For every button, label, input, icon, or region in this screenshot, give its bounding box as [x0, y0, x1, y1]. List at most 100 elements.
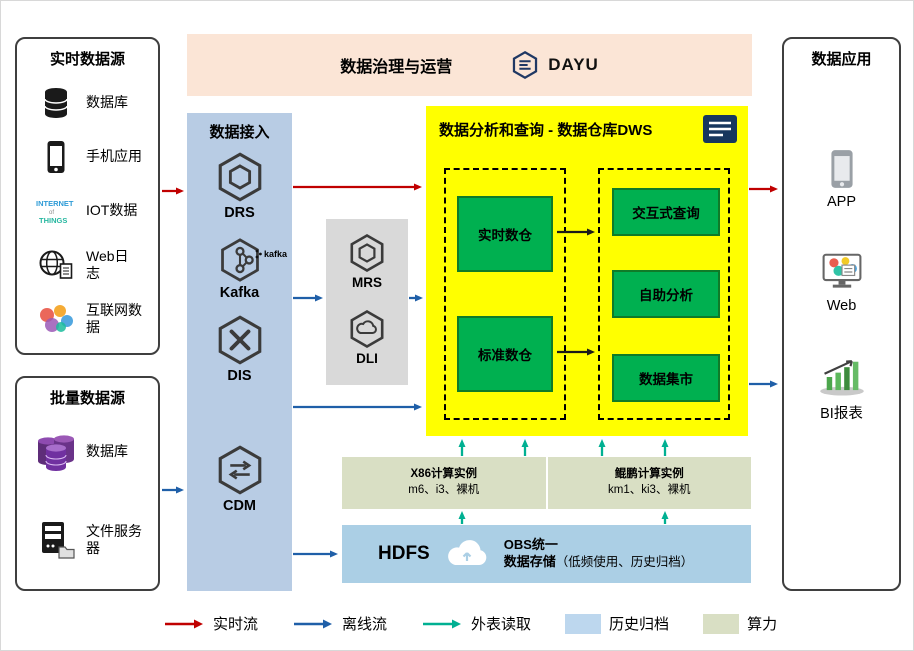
batch-sources-title: 批量数据源 [49, 390, 125, 407]
obs-storage-text: OBS统一 数据存储（低频使用、历史归档） [504, 537, 694, 571]
internet-data-icon [33, 303, 79, 335]
ingestion-item-dis: DIS [187, 314, 292, 384]
source-label: IOT数据 [86, 202, 138, 219]
app-label: APP [826, 194, 856, 210]
middleware-panel: MRS DLI [326, 219, 408, 385]
legend-item-realtime-flow: 实时流 [163, 613, 258, 634]
legend-label: 外表读取 [471, 616, 532, 633]
data-ingestion-title: 数据接入 [209, 124, 270, 141]
applications-panel: 数据应用 APP Web [782, 37, 901, 591]
web-log-icon [33, 249, 79, 281]
compute-x86-title: X86计算实例 [410, 468, 477, 481]
teal-arrow-icon [423, 619, 462, 628]
compute-kunpeng-subtitle: km1、ki3、裸机 [608, 484, 691, 496]
governance-banner: 数据治理与运营 DAYU [187, 34, 752, 96]
source-label: 互联网数据 [86, 301, 142, 336]
app-phone-icon [830, 150, 853, 188]
dayu-hexagon-icon [513, 50, 538, 80]
legend-item-external-read: 外表读取 [421, 613, 531, 634]
realtime-sources-title: 实时数据源 [49, 51, 125, 68]
app-item-bi: BI报表 [784, 357, 899, 423]
data-ingestion-panel: 数据接入 DRS kafka Kafka [187, 113, 292, 591]
warehouse-box-realtime: 实时数仓 [457, 196, 553, 272]
kafka-badge-label: kafka [264, 249, 288, 259]
service-label: 自助分析 [639, 288, 693, 303]
history-archive-swatch [565, 613, 602, 634]
legend-item-history-archive: 历史归档 [565, 613, 669, 634]
warehouse-box-standard: 标准数仓 [457, 316, 553, 392]
kafka-icon [220, 238, 259, 282]
obs-line2: 数据存储 [503, 554, 556, 569]
legend-label: 历史归档 [609, 616, 670, 633]
source-label: 数据库 [86, 443, 128, 460]
middleware-label: DLI [356, 351, 378, 366]
applications-title: 数据应用 [811, 51, 872, 68]
ingestion-label: CDM [222, 498, 257, 514]
ingestion-item-kafka: kafka Kafka [187, 237, 292, 301]
legend-item-compute-power: 算力 [703, 613, 777, 634]
file-server-icon [33, 520, 79, 560]
purple-database-icon [33, 431, 79, 473]
service-box-self-analysis: 自助分析 [612, 270, 720, 318]
obs-line1: OBS统一 [503, 537, 558, 553]
legend-label: 离线流 [342, 616, 388, 633]
kafka-badge: kafka [255, 249, 287, 259]
source-item-file-server: 文件服务器 [17, 508, 158, 572]
analytics-group: 交互式查询 自助分析 数据集市 [598, 168, 730, 420]
iot-icon: INTERNET of THINGS [33, 195, 79, 227]
storage-panel: HDFS OBS统一 数据存储（低频使用、历史归档） [342, 525, 751, 583]
compute-kunpeng-title: 鲲鹏计算实例 [614, 468, 684, 481]
dws-panel: 数据分析和查询 - 数据仓库DWS 实时数仓 标准数仓 交互式查询 自助分析 [426, 106, 748, 436]
ingestion-label: DIS [227, 368, 252, 384]
batch-sources-panel: 批量数据源 数据库 [15, 376, 160, 591]
warehouse-group: 实时数仓 标准数仓 [444, 168, 566, 420]
governance-title: 数据治理与运营 [340, 59, 453, 76]
service-box-interactive-query: 交互式查询 [612, 188, 720, 236]
svg-text:INTERNET: INTERNET [36, 199, 74, 208]
app-item-web: Web [784, 251, 899, 314]
warehouse-label: 标准数仓 [478, 348, 532, 363]
service-label: 交互式查询 [632, 206, 700, 221]
source-item-database: 数据库 [17, 79, 158, 127]
realtime-sources-panel: 实时数据源 数据库 手机应用 [15, 37, 160, 355]
dws-database-icon [702, 114, 738, 144]
source-item-weblog: Web日志 [17, 241, 158, 289]
source-label: 数据库 [86, 94, 128, 111]
source-label: 手机应用 [86, 148, 142, 165]
legend-label: 实时流 [213, 616, 259, 633]
dli-icon [350, 310, 384, 348]
cdm-icon [218, 445, 261, 495]
middleware-item-mrs: MRS [326, 233, 408, 290]
dayu-label: DAYU [548, 55, 599, 74]
app-item-app: APP [784, 149, 899, 210]
ingestion-label: DRS [224, 205, 255, 221]
ingestion-item-cdm: CDM [187, 444, 292, 514]
kafka-logo-icon [255, 249, 262, 259]
red-arrow-icon [165, 619, 203, 628]
ingestion-item-drs: DRS [187, 151, 292, 221]
hdfs-label: HDFS [378, 543, 430, 564]
obs-note: （低频使用、历史归档） [555, 555, 694, 569]
middleware-item-dli: DLI [326, 309, 408, 366]
middleware-label: MRS [352, 275, 382, 290]
mrs-icon [350, 234, 384, 272]
legend-label: 算力 [747, 616, 778, 633]
bi-report-icon [819, 360, 864, 396]
source-item-iot: INTERNET of THINGS IOT数据 [17, 187, 158, 235]
dis-icon [218, 315, 261, 365]
obs-cloud-icon [447, 540, 487, 565]
legend: 实时流 离线流 外表读取 历史归档 算力 [163, 613, 777, 634]
svg-text:of: of [49, 210, 54, 216]
source-label: 文件服务器 [86, 522, 142, 557]
dws-title: 数据分析和查询 - 数据仓库DWS [439, 122, 653, 139]
compute-kunpeng: 鲲鹏计算实例 km1、ki3、裸机 [548, 457, 752, 509]
ingestion-label: Kafka [219, 285, 260, 301]
source-item-mobile: 手机应用 [17, 133, 158, 181]
source-label: Web日志 [86, 247, 129, 282]
mobile-icon [33, 140, 79, 174]
compute-power-swatch [703, 613, 740, 634]
compute-x86: X86计算实例 m6、i3、裸机 [342, 457, 548, 509]
service-label: 数据集市 [639, 372, 693, 387]
warehouse-label: 实时数仓 [478, 228, 532, 243]
